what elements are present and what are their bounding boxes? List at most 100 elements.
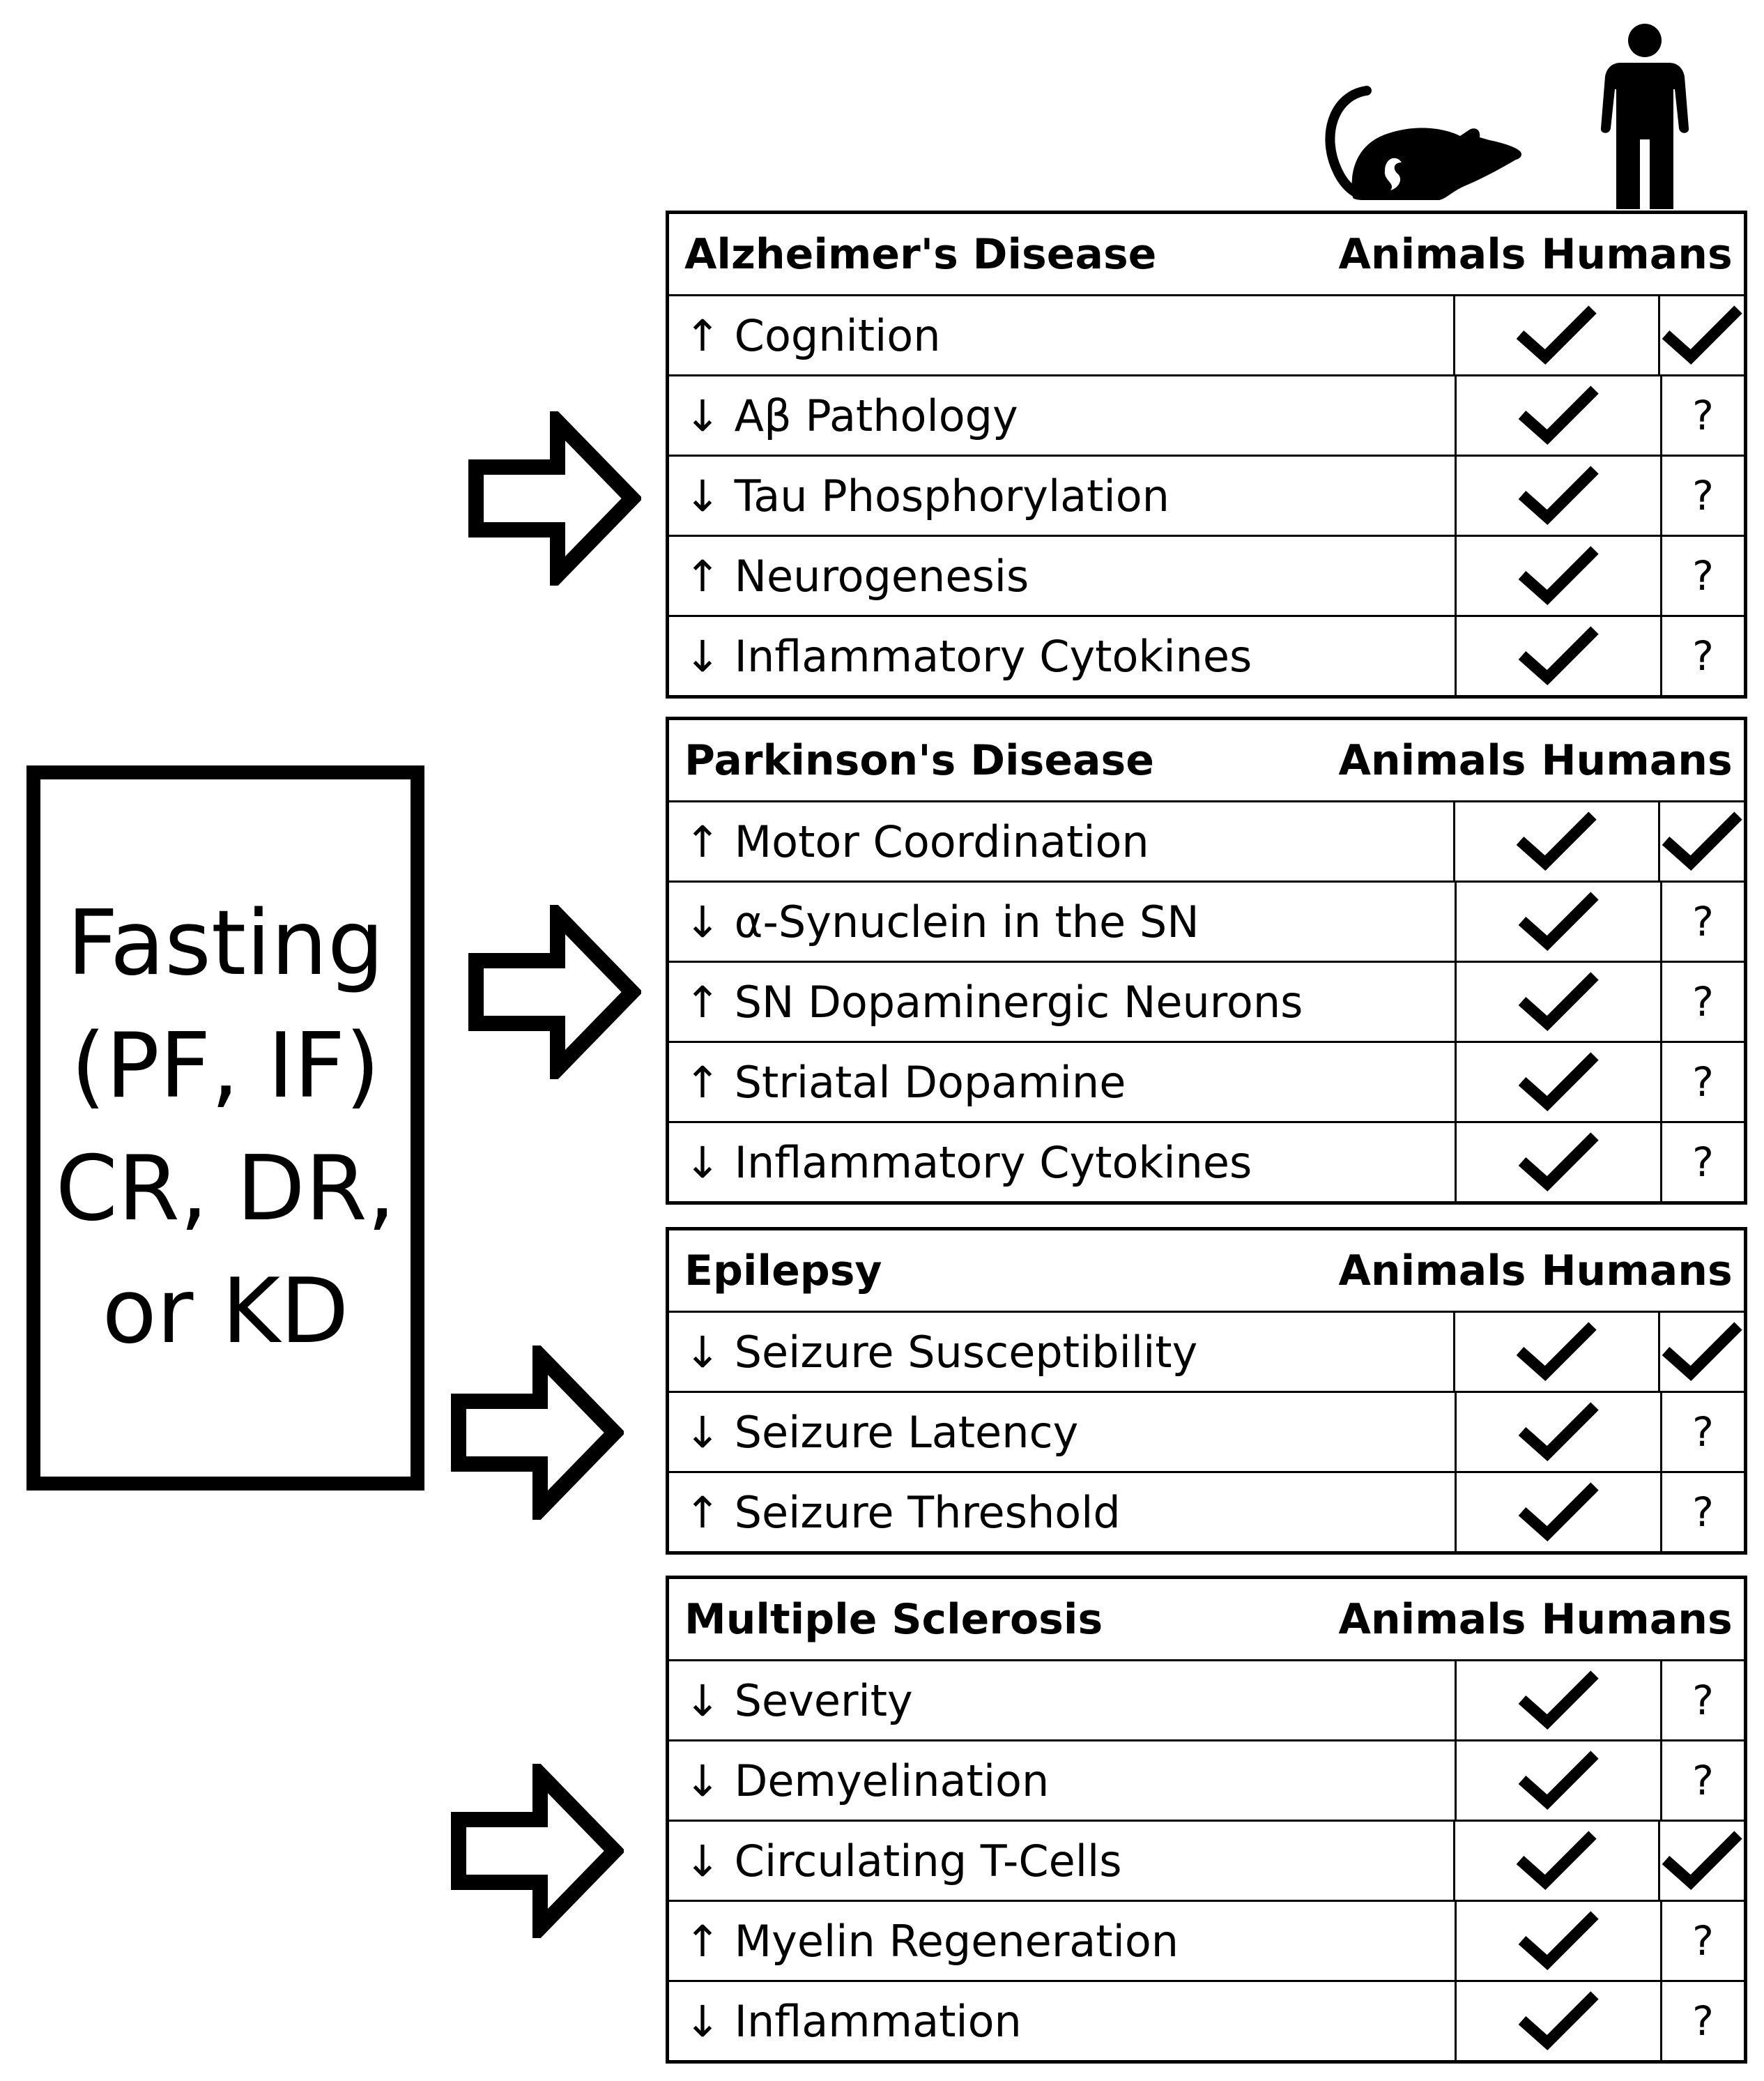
animals-cell	[1452, 1313, 1658, 1391]
table-title-cell: Epilepsy	[669, 1230, 1335, 1311]
outcome-cell: ↓ Tau Phosphorylation	[669, 457, 1455, 535]
unknown-mark: ?	[1692, 898, 1714, 945]
humans-cell: ?	[1660, 963, 1744, 1041]
animals-cell	[1455, 1043, 1660, 1121]
outcome-label: ↓ Inflammatory Cytokines	[684, 630, 1252, 682]
table-row: ↓ Inflammatory Cytokines?	[669, 1121, 1744, 1201]
check-icon	[1517, 1668, 1600, 1733]
parkinsons-table: Parkinson's Disease Animals Humans ↑ Motor …	[666, 717, 1747, 1205]
humans-cell: ?	[1660, 1982, 1744, 2060]
humans-cell: ?	[1660, 537, 1744, 615]
outcome-label: ↓ Circulating T-Cells	[684, 1835, 1122, 1886]
animals-cell	[1452, 296, 1658, 374]
table-row: ↑ Motor Coordination	[669, 800, 1744, 881]
animals-header-cell: Animals	[1335, 214, 1530, 294]
check-icon	[1517, 1129, 1600, 1195]
outcome-label: ↓ α-Synuclein in the SN	[684, 896, 1199, 947]
humans-cell: ?	[1660, 1473, 1744, 1551]
humans-cell	[1658, 802, 1744, 881]
outcome-cell: ↓ Aβ Pathology	[669, 376, 1455, 455]
intervention-line: (PF, IF)	[70, 1014, 381, 1118]
table-row: ↓ Inflammation?	[669, 1980, 1744, 2060]
check-icon	[1660, 1828, 1744, 1893]
table-title: Parkinson's Disease	[684, 735, 1154, 785]
outcome-cell: ↓ Inflammatory Cytokines	[669, 1123, 1455, 1201]
animals-cell	[1455, 376, 1660, 455]
check-icon	[1517, 889, 1600, 954]
animals-cell	[1455, 1741, 1660, 1820]
intervention-box: Fasting (PF, IF) CR, DR, or KD	[26, 765, 424, 1491]
check-icon	[1517, 1748, 1600, 1813]
alzheimers-table: Alzheimer's Disease Animals Humans ↑ Cognit…	[666, 211, 1747, 699]
table-row: ↑ Cognition	[669, 294, 1744, 374]
humans-cell: ?	[1660, 617, 1744, 695]
check-icon	[1517, 1988, 1600, 2054]
check-icon	[1514, 1828, 1598, 1893]
humans-column-header: Humans	[1541, 735, 1733, 785]
outcome-cell: ↑ Myelin Regeneration	[669, 1902, 1455, 1980]
unknown-mark: ?	[1692, 1138, 1714, 1186]
outcome-label: ↓ Demyelination	[684, 1755, 1050, 1806]
humans-cell: ?	[1660, 376, 1744, 455]
check-icon	[1517, 543, 1600, 609]
unknown-mark: ?	[1692, 1058, 1714, 1106]
humans-cell: ?	[1660, 883, 1744, 961]
outcome-label: ↓ Seizure Susceptibility	[684, 1326, 1198, 1378]
outcome-cell: ↓ α-Synuclein in the SN	[669, 883, 1455, 961]
check-icon	[1660, 1319, 1744, 1385]
animals-column-header: Animals	[1338, 229, 1526, 279]
animals-cell	[1455, 963, 1660, 1041]
outcome-label: ↓ Inflammation	[684, 1995, 1022, 2047]
humans-cell: ?	[1660, 1661, 1744, 1739]
table-row: ↓ Demyelination?	[669, 1739, 1744, 1820]
table-title: Alzheimer's Disease	[684, 229, 1157, 279]
humans-cell: ?	[1660, 457, 1744, 535]
check-icon	[1517, 1908, 1600, 1974]
humans-header-cell: Humans	[1530, 720, 1744, 800]
animals-cell	[1455, 1473, 1660, 1551]
check-icon	[1514, 809, 1598, 874]
humans-cell: ?	[1660, 1902, 1744, 1980]
outcome-label: ↑ Cognition	[684, 310, 941, 361]
humans-header-cell: Humans	[1530, 1579, 1744, 1659]
humans-header-cell: Humans	[1530, 1230, 1744, 1311]
outcome-cell: ↑ SN Dopaminergic Neurons	[669, 963, 1455, 1041]
humans-cell	[1658, 296, 1744, 374]
table-row: ↑ Neurogenesis?	[669, 535, 1744, 615]
check-icon	[1514, 303, 1598, 368]
table-row: ↓ Circulating T-Cells	[669, 1820, 1744, 1900]
table-row: ↓ Seizure Susceptibility	[669, 1311, 1744, 1391]
unknown-mark: ?	[1692, 392, 1714, 439]
table-title: Multiple Sclerosis	[684, 1594, 1103, 1644]
right-arrow-icon	[451, 1346, 624, 1520]
humans-column-header: Humans	[1541, 229, 1733, 279]
outcome-label: ↓ Tau Phosphorylation	[684, 470, 1169, 521]
animals-cell	[1455, 1902, 1660, 1980]
animals-cell	[1452, 802, 1658, 881]
outcome-cell: ↑ Seizure Threshold	[669, 1473, 1455, 1551]
check-icon	[1517, 1479, 1600, 1545]
unknown-mark: ?	[1692, 552, 1714, 600]
table-title-cell: Alzheimer's Disease	[669, 214, 1335, 294]
animals-column-header: Animals	[1338, 1246, 1526, 1295]
table-row: ↑ SN Dopaminergic Neurons?	[669, 961, 1744, 1041]
outcome-cell: ↓ Circulating T-Cells	[669, 1822, 1453, 1900]
table-row: ↓ Seizure Latency?	[669, 1391, 1744, 1471]
table-title-cell: Multiple Sclerosis	[669, 1579, 1335, 1659]
check-icon	[1517, 1399, 1600, 1465]
outcome-cell: ↑ Neurogenesis	[669, 537, 1455, 615]
humans-column-header: Humans	[1541, 1246, 1733, 1295]
table-header: Epilepsy Animals Humans	[669, 1230, 1744, 1311]
humans-column-header: Humans	[1541, 1594, 1733, 1644]
check-icon	[1660, 809, 1744, 874]
table-row: ↑ Seizure Threshold?	[669, 1471, 1744, 1551]
table-title: Epilepsy	[684, 1246, 882, 1295]
outcome-label: ↑ Striatal Dopamine	[684, 1056, 1126, 1108]
outcome-label: ↓ Inflammatory Cytokines	[684, 1136, 1252, 1188]
check-icon	[1660, 303, 1744, 368]
outcome-label: ↓ Seizure Latency	[684, 1406, 1079, 1458]
outcome-label: ↑ Seizure Threshold	[684, 1486, 1121, 1538]
animals-column-header: Animals	[1338, 735, 1526, 785]
outcome-cell: ↑ Motor Coordination	[669, 802, 1453, 881]
